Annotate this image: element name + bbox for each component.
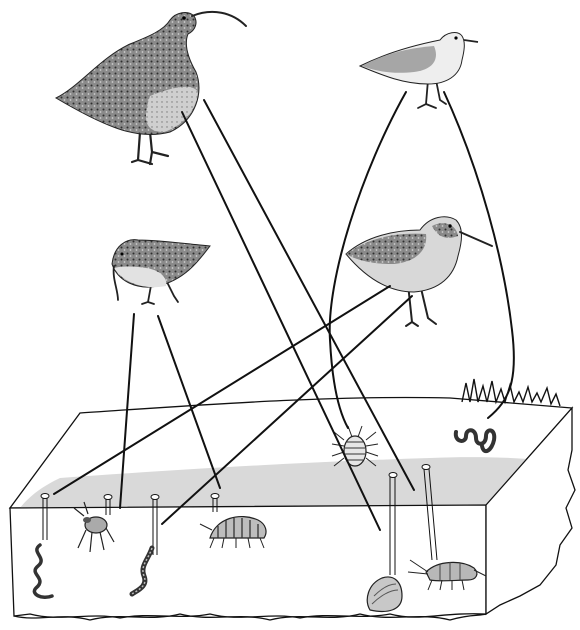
burrow-hole [422,465,430,470]
dowitcher-bird-icon [346,217,492,326]
dunlin-bird-icon [112,240,210,304]
curlew-bird-icon [56,12,246,164]
burrow-hole [389,473,397,478]
burrow-hole [211,494,219,499]
burrow-hole [151,495,159,500]
burrow-hole [104,495,112,500]
sanderling-bird-icon [360,33,478,108]
burrow-hole [41,494,49,499]
